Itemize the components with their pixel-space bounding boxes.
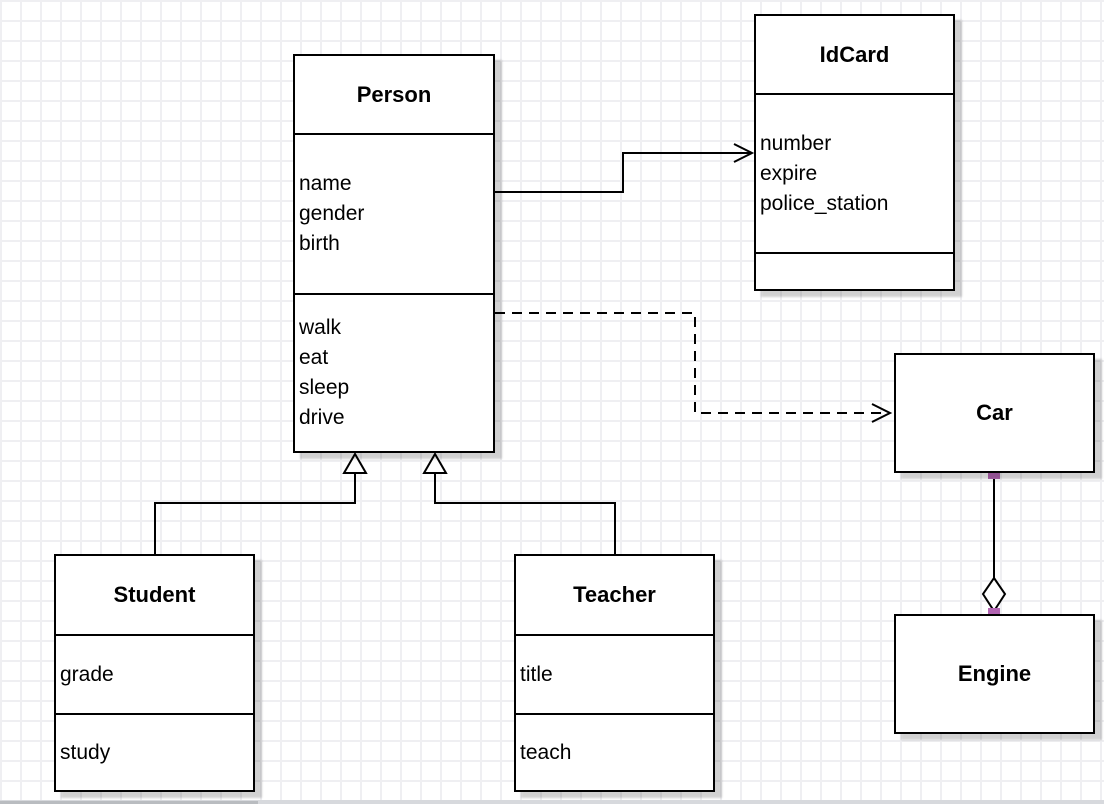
class-engine-title: Engine [957, 661, 1032, 686]
generalization-line [434, 473, 616, 554]
method: study [60, 740, 111, 764]
class-student-title: Student [113, 582, 196, 607]
class-idcard-title: IdCard [819, 41, 890, 67]
method: eat [299, 346, 329, 369]
class-idcard-attributes: number expire police_station [756, 93, 953, 252]
method: sleep [299, 376, 350, 399]
class-idcard-methods [756, 252, 953, 289]
attribute: gender [299, 202, 365, 225]
open-arrowhead-icon [871, 403, 893, 423]
class-teacher-attributes: title [516, 634, 713, 713]
attribute: number [760, 131, 832, 155]
bottom-edge-strip [0, 800, 1104, 804]
attribute: name [299, 172, 352, 195]
method: drive [299, 406, 345, 429]
attribute: expire [760, 161, 818, 185]
class-car[interactable]: Car [894, 353, 1095, 473]
class-engine[interactable]: Engine [894, 614, 1095, 734]
class-person-attributes: name gender birth [295, 133, 493, 293]
generalization-line [154, 473, 356, 554]
class-teacher[interactable]: Teacher title teach [514, 554, 715, 792]
class-person-title: Person [356, 81, 432, 107]
hollow-diamond-icon [981, 576, 1007, 613]
class-student-methods: study [56, 713, 253, 790]
class-person[interactable]: Person name gender birth walk eat sleep … [293, 54, 495, 453]
offscreen-element-edge [0, 801, 258, 804]
class-student[interactable]: Student grade study [54, 554, 255, 792]
attribute: birth [299, 232, 340, 255]
edge-generalization-student-person[interactable] [154, 452, 368, 554]
attribute: title [520, 662, 553, 686]
class-teacher-title: Teacher [573, 582, 656, 607]
method: teach [520, 740, 572, 764]
edge-aggregation-car-engine[interactable] [981, 467, 1007, 620]
class-idcard[interactable]: IdCard number expire police_station [754, 14, 955, 291]
class-teacher-methods: teach [516, 713, 713, 790]
class-car-title: Car [976, 400, 1013, 425]
dependency-line [495, 312, 886, 414]
method: walk [299, 316, 342, 339]
edge-association-person-idcard[interactable] [495, 143, 755, 193]
edge-generalization-teacher-person[interactable] [422, 452, 616, 554]
class-student-attributes: grade [56, 634, 253, 713]
hollow-triangle-icon [422, 452, 448, 474]
attribute: police_station [760, 191, 889, 215]
association-line [495, 152, 750, 193]
open-arrowhead-icon [733, 143, 755, 163]
class-person-methods: walk eat sleep drive [295, 293, 493, 451]
hollow-triangle-icon [342, 452, 368, 474]
edge-dependency-person-car[interactable] [495, 312, 893, 423]
attribute: grade [60, 662, 114, 686]
